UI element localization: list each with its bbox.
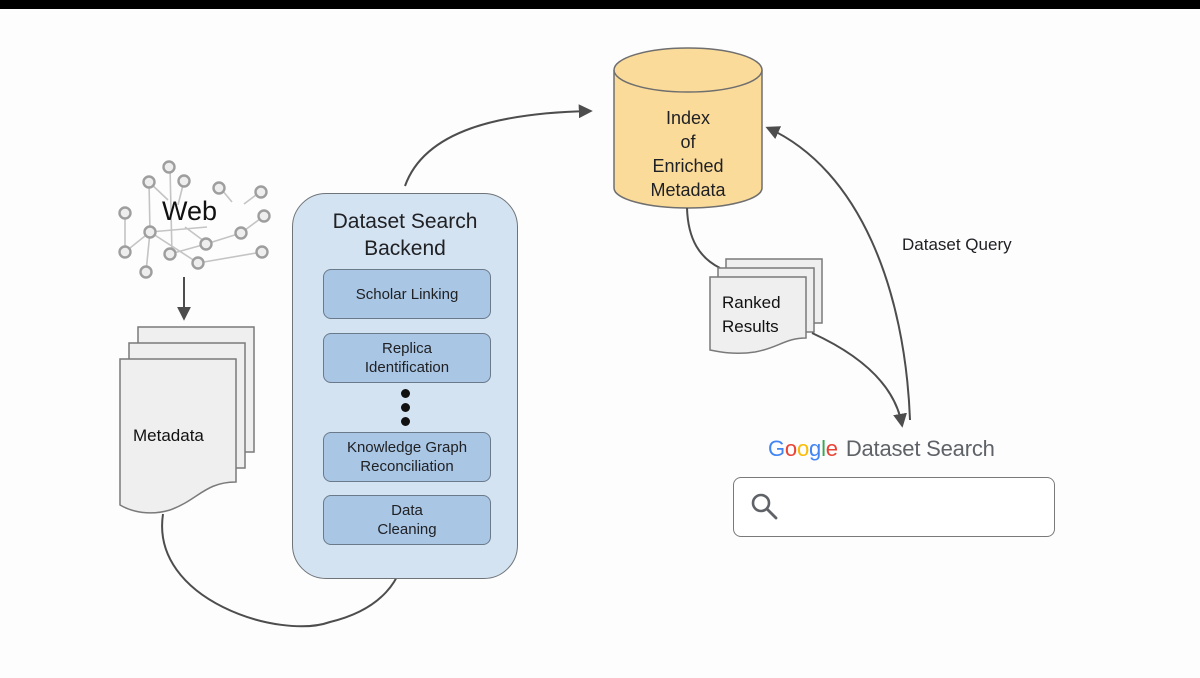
database-cylinder-icon [613, 47, 763, 209]
web-label: Web [162, 196, 218, 226]
search-input[interactable] [778, 486, 1042, 528]
backend-title: Dataset Search Backend [332, 210, 478, 260]
index-label: Index of Enriched Metadata [650, 108, 726, 200]
edge-ranked-to-gds [811, 332, 907, 428]
edge-metadata-to-backend [161, 513, 406, 628]
search-box[interactable] [733, 477, 1055, 537]
metadata-label: Metadata [133, 426, 204, 445]
top-black-bar [0, 0, 1200, 9]
ranked-results-label: Ranked Results [722, 293, 781, 336]
edge-backend-to-index [404, 104, 593, 187]
step-replica-identification: Replica Identification [323, 333, 491, 383]
step-knowledge-graph-reconciliation: Knowledge Graph Reconciliation [323, 432, 491, 482]
dataset-query-label: Dataset Query [902, 235, 1012, 254]
edge-query-to-index [765, 126, 911, 421]
vertical-ellipsis-icon [399, 389, 411, 431]
document-stack-icon [119, 326, 255, 514]
search-icon[interactable] [750, 492, 780, 522]
network-nodes [118, 160, 271, 279]
ranked-results-icon [709, 258, 823, 354]
backend-container: Dataset Search Backend Scholar Linking R… [292, 193, 518, 579]
edge-index-to-ranked [686, 207, 721, 269]
step-data-cleaning: Data Cleaning [323, 495, 491, 545]
step-scholar-linking: Scholar Linking [323, 269, 491, 319]
